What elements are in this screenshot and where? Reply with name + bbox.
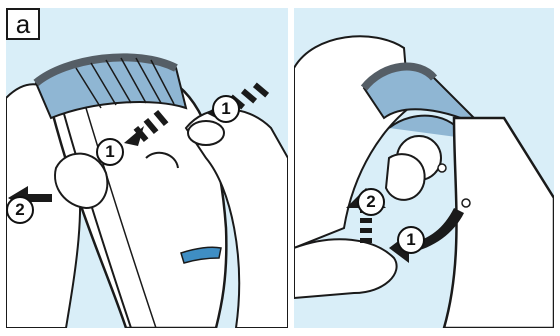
- trimmer-attach-illustration: [6, 53, 288, 328]
- panel-label: a: [6, 8, 40, 40]
- right-panel-illustration: [294, 8, 554, 328]
- step-number-badge: 1: [397, 226, 425, 254]
- step-number-badge: 2: [6, 196, 34, 224]
- trimmer-body-illustration: [442, 116, 554, 328]
- trimmer-remove-illustration: [294, 35, 554, 328]
- left-panel-illustration: [6, 8, 288, 328]
- step-number-badge: 1: [96, 138, 124, 166]
- step-number-badge: 1: [212, 95, 240, 123]
- step-number-badge: 2: [357, 188, 385, 216]
